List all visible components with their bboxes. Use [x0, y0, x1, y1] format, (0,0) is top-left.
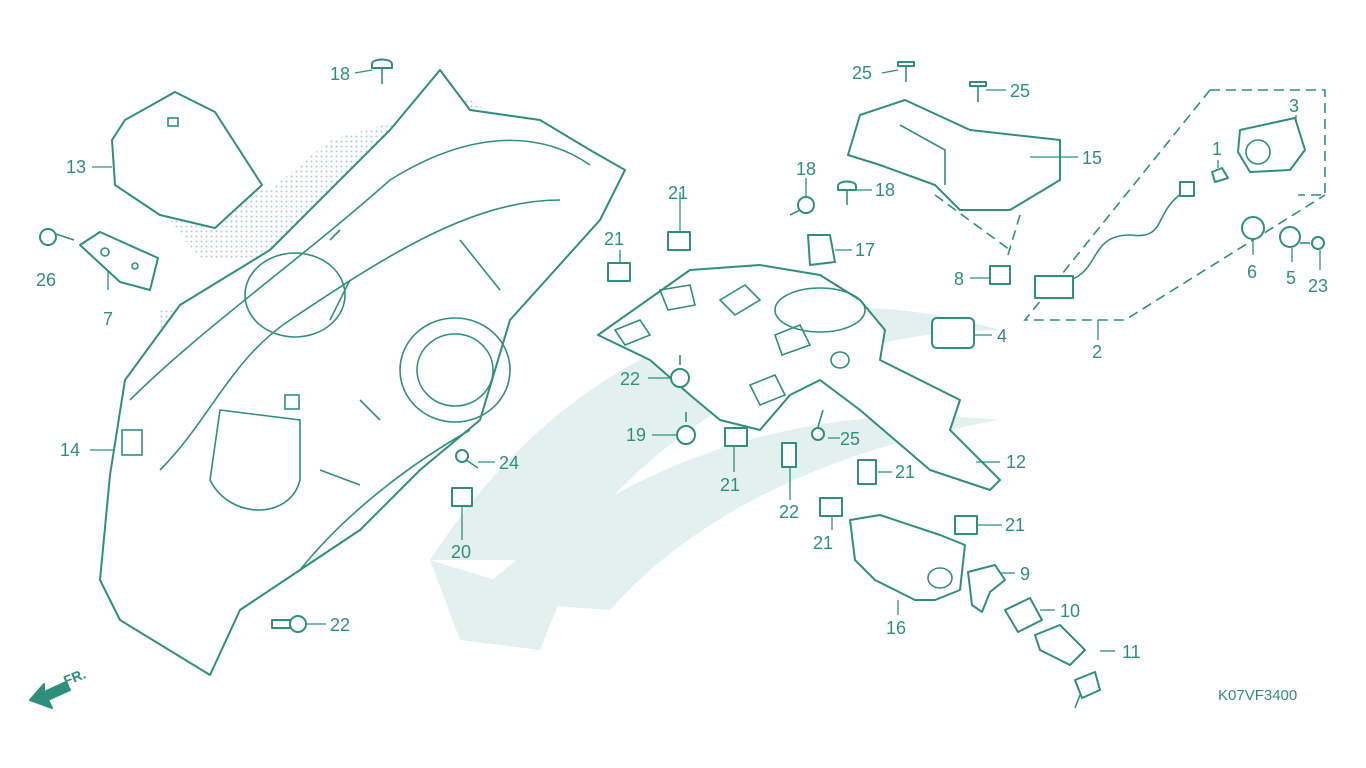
callout-2: 2 [1092, 342, 1102, 362]
part-18-bolt-upper [371, 58, 393, 84]
part-9-plate [967, 564, 1006, 613]
part-13-pad [111, 91, 263, 229]
callout-18-top: 18 [330, 64, 350, 84]
part-17-grommet [807, 234, 836, 266]
part-2-harness [1034, 181, 1195, 299]
callout-23: 23 [1308, 276, 1328, 296]
callout-12: 12 [1006, 452, 1026, 472]
part-6-grommet [1241, 216, 1265, 240]
callout-18-right: 18 [875, 180, 895, 200]
callout-21-d: 21 [895, 462, 915, 482]
callout-21-b: 21 [604, 229, 624, 249]
callout-8: 8 [954, 269, 964, 289]
callout-21-f: 21 [1005, 515, 1025, 535]
callout-25-top-left: 25 [852, 63, 872, 83]
callout-9: 9 [1020, 564, 1030, 584]
callout-20: 20 [451, 542, 471, 562]
part-22-bolt-lower [271, 615, 307, 633]
part-25-screw-mid [811, 409, 825, 441]
part-18-bolt-mid [789, 180, 857, 216]
part-14-rear-fender [99, 69, 626, 676]
callout-22-lower: 22 [330, 615, 350, 635]
part-12-inner-fender [597, 264, 1001, 491]
part-10-seal [1004, 597, 1043, 633]
front-label: FR. [61, 665, 88, 688]
callout-21-e: 21 [813, 533, 833, 553]
callout-22-mid: 22 [620, 369, 640, 389]
part-7-bracket [79, 231, 159, 291]
part-4-cover [931, 317, 975, 349]
callout-22-right: 22 [779, 502, 799, 522]
callout-4: 4 [997, 326, 1007, 346]
part-3-socket [1237, 117, 1306, 173]
part-15-cover [847, 99, 1061, 211]
callout-19: 19 [626, 425, 646, 445]
callout-7: 7 [103, 309, 113, 329]
part-11-key-cylinder [1034, 624, 1101, 709]
callout-11: 11 [1122, 642, 1141, 662]
callout-15: 15 [1082, 148, 1102, 168]
leader-lines [90, 69, 1321, 652]
part-23-bolt [1300, 236, 1325, 250]
diagram-code: K07VF3400 [1218, 687, 1297, 704]
callout-24: 24 [499, 453, 519, 473]
callout-3: 3 [1289, 96, 1299, 116]
watermark-logo [430, 307, 1000, 650]
callout-21-c: 21 [720, 475, 740, 495]
group-frame-15 [934, 194, 1021, 256]
part-25-screws-top [897, 61, 987, 102]
group-frame-2 [1023, 89, 1326, 321]
part-24-screw [455, 449, 479, 469]
callout-1: 1 [1212, 139, 1222, 159]
front-direction-arrow: FR. [29, 665, 88, 709]
part-1-bulb [1211, 167, 1229, 183]
callout-labels: 13 26 7 18 14 24 20 22 21 21 18 18 17 22… [36, 63, 1328, 662]
part-20-clip [451, 487, 473, 507]
part-16-lock-housing [849, 514, 966, 601]
callout-17: 17 [855, 240, 875, 260]
callout-5: 5 [1286, 268, 1296, 288]
callout-10: 10 [1060, 601, 1080, 621]
callout-6: 6 [1247, 262, 1257, 282]
part-26-bolt [39, 228, 75, 246]
part-22-bolt-right [781, 442, 797, 468]
callout-14: 14 [60, 440, 80, 460]
part-5-bolt [1279, 226, 1301, 248]
callout-21-a: 21 [668, 183, 688, 203]
callout-25-top-right: 25 [1010, 81, 1030, 101]
part-8-nut [989, 265, 1011, 285]
callout-25-mid: 25 [840, 429, 860, 449]
callout-13: 13 [66, 157, 86, 177]
callout-16: 16 [886, 618, 906, 638]
callout-26: 26 [36, 270, 56, 290]
callout-18-mid: 18 [796, 159, 816, 179]
